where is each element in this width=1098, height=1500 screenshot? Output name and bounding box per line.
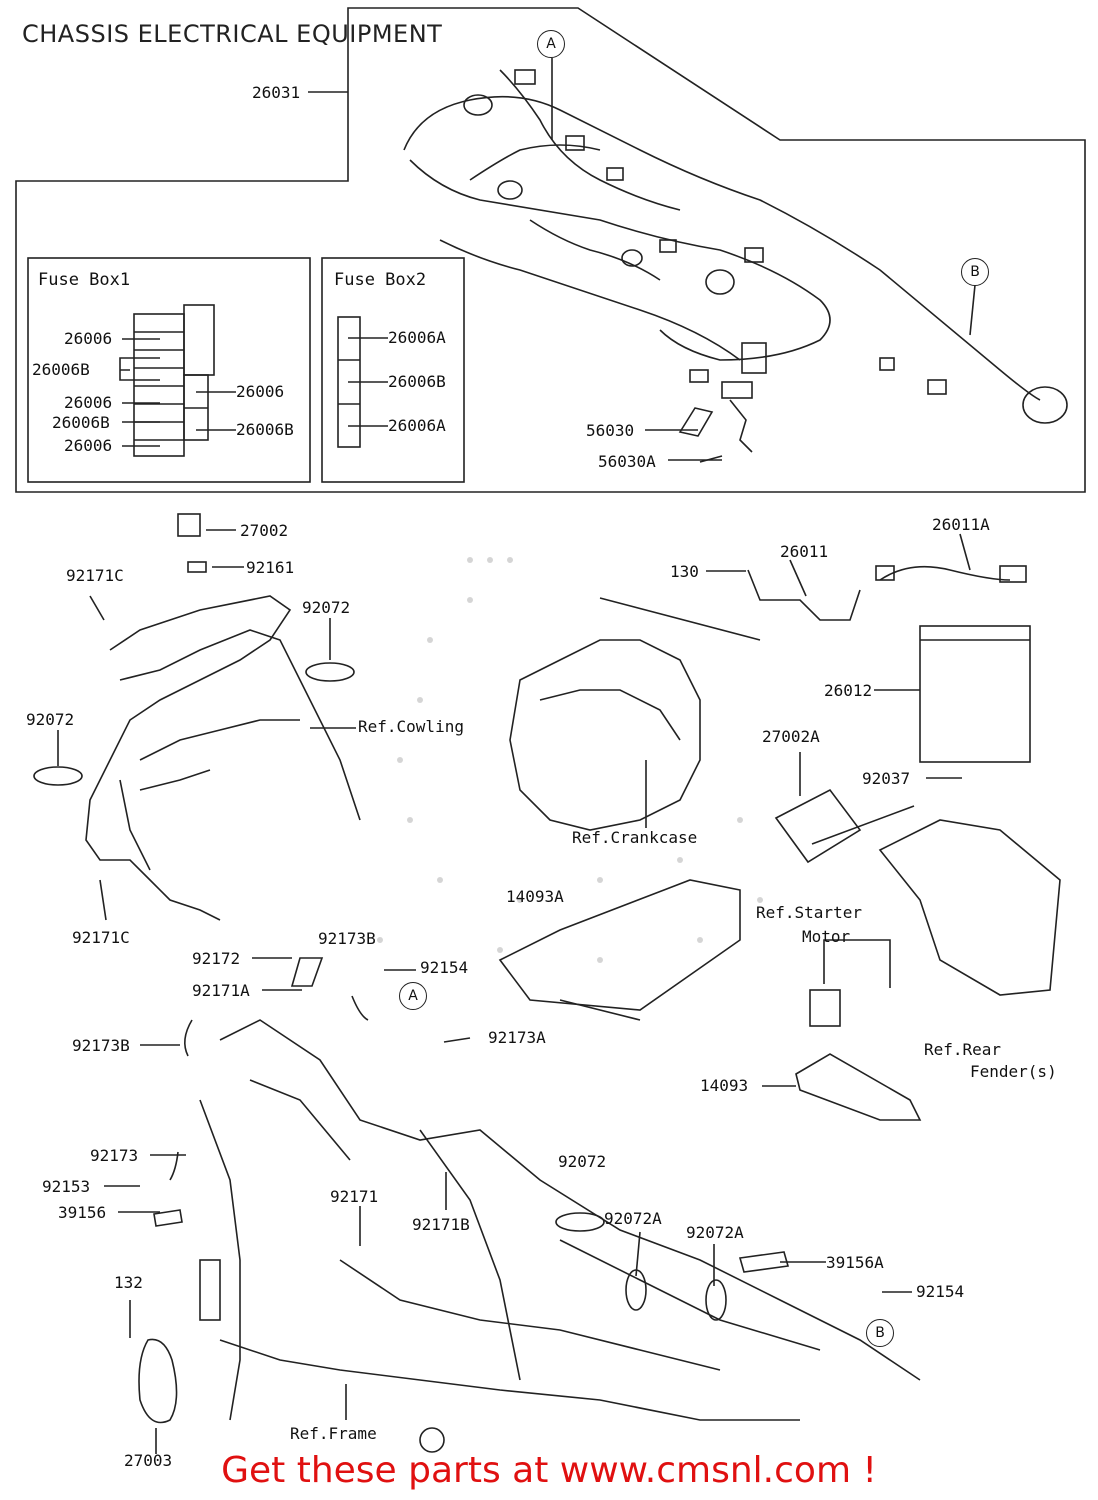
- fuse1-label: 26006B: [52, 413, 110, 432]
- part-label-92171c-top: 92171C: [66, 566, 124, 585]
- fuse1-label: 26006B: [236, 420, 294, 439]
- ref-frame-label: Ref.Frame: [290, 1424, 377, 1443]
- part-label-56030: 56030: [586, 421, 635, 440]
- part-label-92161: 92161: [246, 558, 295, 577]
- ref-cowling-label: Ref.Cowling: [358, 717, 464, 736]
- part-label-26011a: 26011A: [932, 515, 990, 534]
- footer-link-text[interactable]: Get these parts at www.cmsnl.com !: [221, 1450, 877, 1491]
- part-label-92173b-top: 92173B: [318, 929, 376, 948]
- ref-starter-label-1: Ref.Starter: [756, 903, 862, 922]
- part-label-14093a: 14093A: [506, 887, 564, 906]
- fuse-box2-frame: [321, 257, 465, 483]
- fuse-box1-frame: [27, 257, 311, 483]
- part-label-26031: 26031: [252, 83, 301, 102]
- fuse2-label: 26006A: [388, 328, 446, 347]
- part-label-92072-left: 92072: [26, 710, 75, 729]
- part-label-27002: 27002: [240, 521, 289, 540]
- part-label-56030a: 56030A: [598, 452, 656, 471]
- fuse2-label: 26006A: [388, 416, 446, 435]
- fuse1-label: 26006: [64, 329, 113, 348]
- callout-b-top: B: [961, 258, 989, 286]
- part-label-92037: 92037: [862, 769, 911, 788]
- part-label-92171c-bottom: 92171C: [72, 928, 130, 947]
- fuse1-label: 26006B: [32, 360, 90, 379]
- part-label-92173b: 92173B: [72, 1036, 130, 1055]
- ref-rear-label-2: Fender(s): [970, 1062, 1057, 1081]
- fuse-box2-title: Fuse Box2: [334, 270, 427, 290]
- part-label-26012: 26012: [824, 681, 873, 700]
- battery-shape: [919, 625, 1031, 763]
- part-label-92171b: 92171B: [412, 1215, 470, 1234]
- callout-a-bottom: A: [399, 982, 427, 1010]
- part-label-92072-lower: 92072: [558, 1152, 607, 1171]
- part-label-92171a: 92171A: [192, 981, 250, 1000]
- fuse1-label: 26006: [64, 436, 113, 455]
- part-label-130: 130: [670, 562, 699, 581]
- callout-b-bottom: B: [866, 1319, 894, 1347]
- ref-crankcase-label: Ref.Crankcase: [572, 828, 698, 847]
- fuse1-label: 26006: [236, 382, 285, 401]
- part-label-132: 132: [114, 1273, 143, 1292]
- part-label-92154-bottom: 92154: [916, 1282, 965, 1301]
- ref-starter-label-2: Motor: [802, 927, 851, 946]
- fuse2-label: 26006B: [388, 372, 446, 391]
- part-label-26011: 26011: [780, 542, 829, 561]
- part-label-92172: 92172: [192, 949, 241, 968]
- page-title: CHASSIS ELECTRICAL EQUIPMENT: [22, 20, 443, 48]
- part-label-92171: 92171: [330, 1187, 379, 1206]
- part-label-92173: 92173: [90, 1146, 139, 1165]
- fuse1-label: 26006: [64, 393, 113, 412]
- part-label-39156a: 39156A: [826, 1253, 884, 1272]
- part-label-92173a: 92173A: [488, 1028, 546, 1047]
- part-label-27003: 27003: [124, 1451, 173, 1470]
- top-panel-border: [15, 7, 1086, 493]
- part-label-14093: 14093: [700, 1076, 749, 1095]
- part-label-92072a-2: 92072A: [686, 1223, 744, 1242]
- callout-a-top: A: [537, 30, 565, 58]
- part-label-92072-upper: 92072: [302, 598, 351, 617]
- part-label-92153: 92153: [42, 1177, 91, 1196]
- part-label-39156: 39156: [58, 1203, 107, 1222]
- ref-rear-label-1: Ref.Rear: [924, 1040, 1002, 1059]
- part-label-27002a: 27002A: [762, 727, 820, 746]
- part-label-92154-top: 92154: [420, 958, 469, 977]
- part-label-92072a-1: 92072A: [604, 1209, 662, 1228]
- fuse-box1-title: Fuse Box1: [38, 270, 131, 290]
